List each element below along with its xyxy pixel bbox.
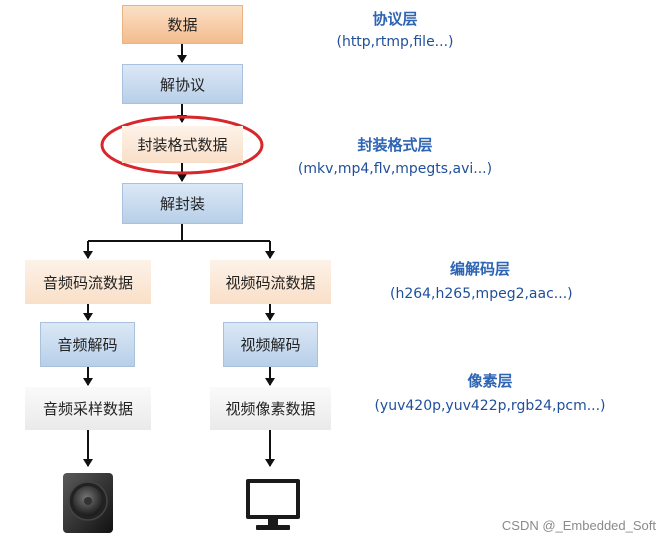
monitor-icon: [244, 477, 302, 533]
video-stream-box: 视频码流数据: [210, 260, 331, 304]
layer-sub-pixel: (yuv420p,yuv422p,rgb24,pcm...): [374, 398, 606, 414]
data-box: 数据: [122, 5, 243, 44]
layer-sub-protocol: (http,rtmp,file...): [336, 34, 454, 50]
video-pixels-box: 视频像素数据: [210, 387, 331, 430]
layer-sub-container: (mkv,mp4,flv,mpegts,avi...): [297, 161, 493, 177]
layer-title-protocol: 协议层: [372, 10, 418, 28]
watermark: CSDN @_Embedded_Soft: [501, 518, 656, 533]
audio-samples-box: 音频采样数据: [25, 387, 151, 430]
layer-title-container: 封装格式层: [357, 136, 433, 154]
audio-stream-box: 音频码流数据: [25, 260, 151, 304]
deprotocol-box: 解协议: [122, 64, 243, 104]
speaker-icon: [62, 472, 114, 534]
layer-sub-codec: (h264,h265,mpeg2,aac...): [390, 286, 573, 302]
video-decode-box: 视频解码: [223, 322, 318, 367]
layer-title-pixel: 像素层: [467, 372, 513, 390]
layer-title-codec: 编解码层: [449, 260, 510, 278]
demux-box: 解封装: [122, 183, 243, 224]
audio-decode-box: 音频解码: [40, 322, 135, 367]
container-data-box: 封装格式数据: [122, 126, 243, 163]
highlight-ellipse: [100, 115, 264, 175]
